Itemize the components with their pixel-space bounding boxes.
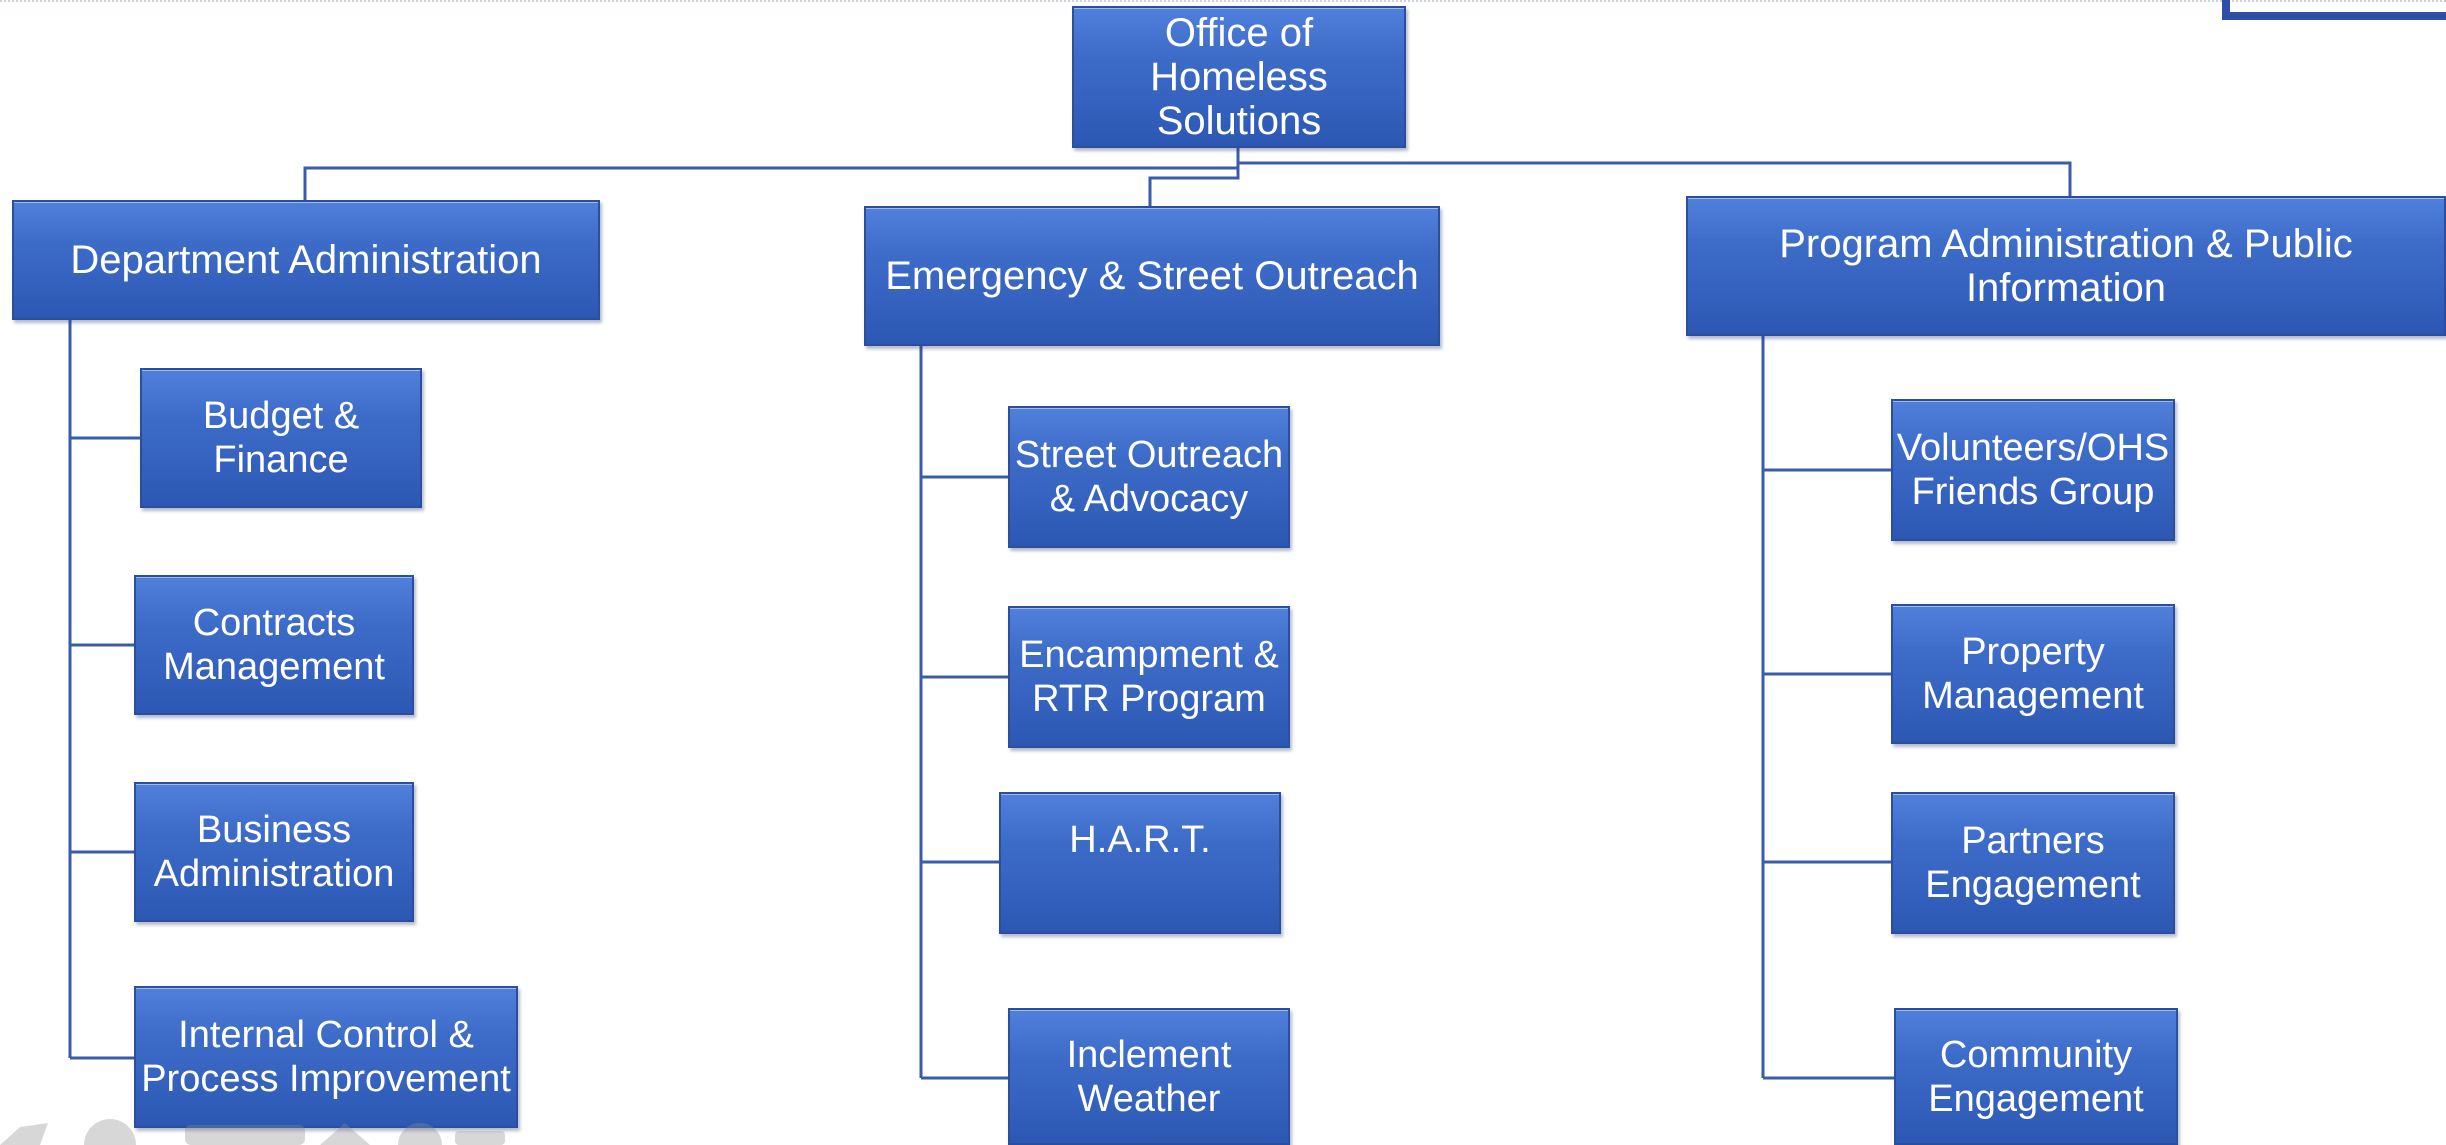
unit-inclement-weather[interactable]: Inclement Weather	[1008, 1008, 1290, 1145]
unit-encampment-rtr-program[interactable]: Encampment & RTR Program	[1008, 606, 1290, 748]
unit-partners-engagement[interactable]: Partners Engagement	[1891, 792, 2175, 934]
unit-label: Encampment & RTR Program	[1019, 634, 1279, 720]
corner-decoration	[2222, 0, 2446, 20]
unit-volunteers-ohs-friends-group[interactable]: Volunteers/OHS Friends Group	[1891, 399, 2175, 541]
division-label: Program Administration & Public Informat…	[1779, 222, 2353, 310]
connector-root-program-administration	[1236, 148, 2072, 196]
seal-watermark	[0, 1119, 505, 1145]
connector-root-department-administration	[303, 148, 1240, 200]
unit-label: Budget & Finance	[202, 395, 360, 481]
unit-contracts-management[interactable]: Contracts Management	[134, 575, 414, 715]
unit-label: Volunteers/OHS Friends Group	[1896, 427, 2170, 513]
unit-label: Inclement Weather	[1066, 1033, 1232, 1120]
unit-property-management[interactable]: Property Management	[1891, 604, 2175, 744]
unit-label: Community Engagement	[1928, 1033, 2144, 1120]
org-root-box[interactable]: Office of Homeless Solutions	[1072, 6, 1406, 148]
division-label: Department Administration	[70, 238, 542, 282]
unit-business-administration[interactable]: Business Administration	[134, 782, 414, 922]
unit-label: H.A.R.T.	[1069, 819, 1211, 861]
division-department-administration[interactable]: Department Administration	[12, 200, 600, 320]
division-program-administration-public-information[interactable]: Program Administration & Public Informat…	[1686, 196, 2446, 336]
unit-label: Contracts Management	[163, 602, 385, 688]
unit-label: Internal Control & Process Improvement	[141, 1014, 511, 1100]
division-label: Emergency & Street Outreach	[885, 254, 1419, 298]
unit-label: Property Management	[1922, 631, 2144, 717]
division-emergency-street-outreach[interactable]: Emergency & Street Outreach	[864, 206, 1440, 346]
unit-budget-finance[interactable]: Budget & Finance	[140, 368, 422, 508]
unit-community-engagement[interactable]: Community Engagement	[1894, 1008, 2178, 1145]
org-root-label: Office of Homeless Solutions	[1150, 11, 1328, 143]
unit-hart[interactable]: H.A.R.T.	[999, 792, 1281, 934]
unit-street-outreach-advocacy[interactable]: Street Outreach & Advocacy	[1008, 406, 1290, 548]
slide-top-dotted-border	[0, 0, 2446, 2]
unit-label: Business Administration	[153, 809, 395, 895]
unit-internal-control-process-improvement[interactable]: Internal Control & Process Improvement	[134, 986, 518, 1128]
unit-label: Partners Engagement	[1925, 820, 2141, 906]
unit-label: Street Outreach & Advocacy	[1014, 434, 1284, 520]
connector-root-emergency-street-outreach	[1148, 148, 1240, 206]
